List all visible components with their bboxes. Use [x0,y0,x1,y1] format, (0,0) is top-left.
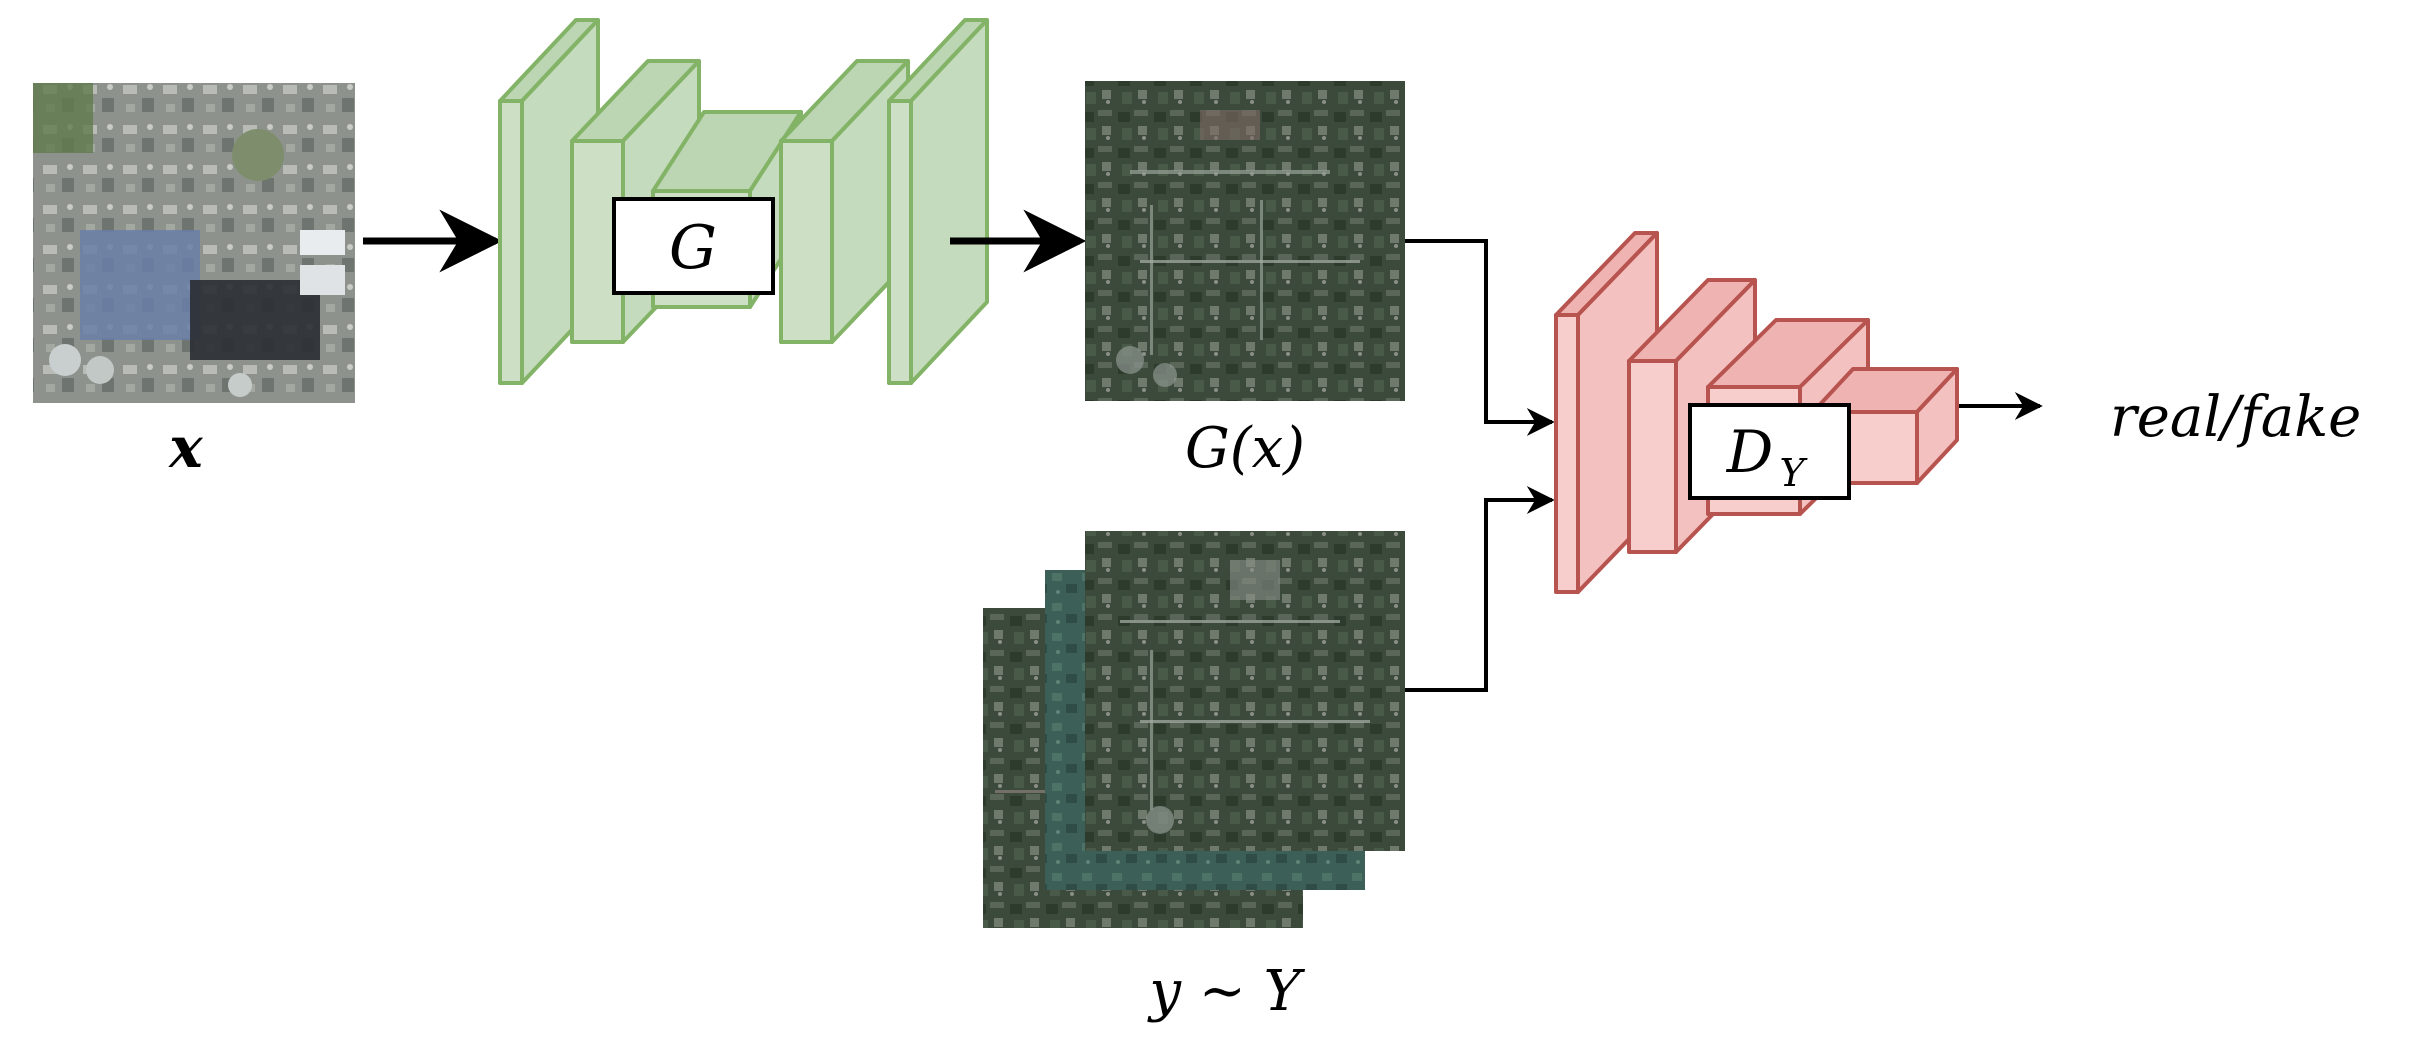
target-image-stack [983,531,1405,928]
svg-text:G: G [669,213,717,283]
arrow-target-to-discriminator [1405,486,1555,692]
discriminator-label-box: D Y [1688,403,1851,500]
output-label: real/fake [2110,385,2361,450]
generator-label-box: G [612,197,775,295]
input-label: x [168,415,203,481]
generated-label: G(x) [1185,416,1305,481]
input-image [33,83,355,403]
svg-text:Y: Y [1779,451,1808,495]
arrow-generated-to-discriminator [1405,239,1555,436]
svg-text:D: D [1726,418,1774,486]
target-label: y ~ Y [1146,959,1305,1024]
generated-image [1085,81,1405,401]
